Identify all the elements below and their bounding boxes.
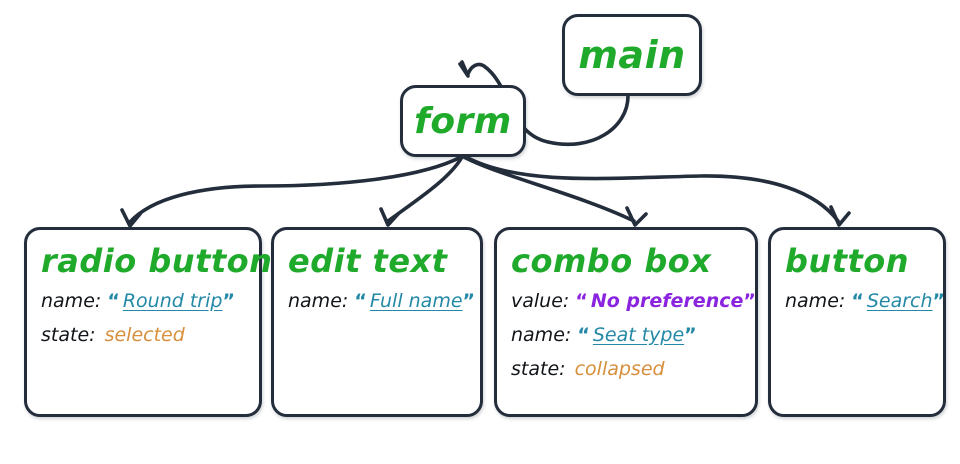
edge-form-to-combo-box xyxy=(462,155,636,223)
node-main-title: main xyxy=(578,33,686,77)
property-key: name: xyxy=(785,290,846,312)
property-value: Search xyxy=(866,290,933,312)
quote-open: “ xyxy=(577,324,590,346)
property-key: value: xyxy=(511,290,570,312)
property-key: name: xyxy=(288,290,349,312)
node-edit-text-title: edit text xyxy=(288,242,448,280)
node-radio-button[interactable]: radio button name: “Round trip” state: s… xyxy=(24,227,273,417)
property-row-name: name: “Seat type” xyxy=(511,323,741,348)
quote-close: ” xyxy=(743,290,756,312)
quote-close: ” xyxy=(462,290,476,312)
node-button-title: button xyxy=(785,242,910,280)
property-value: No preference xyxy=(590,290,744,312)
quote-open: “ xyxy=(851,290,864,312)
quote-close: ” xyxy=(684,324,697,346)
property-key: name: xyxy=(41,290,102,312)
arrowhead-radio-button xyxy=(120,208,142,228)
property-key: state: xyxy=(511,358,566,380)
quote-open: “ xyxy=(354,290,367,312)
property-value: Round trip xyxy=(122,290,223,312)
property-row-value: value: “No preference” xyxy=(511,289,756,314)
property-row-name: name: “Full name” xyxy=(288,289,475,314)
edge-form-to-edit-text xyxy=(386,155,464,223)
edge-form-to-radio-button xyxy=(128,155,463,224)
property-value: selected xyxy=(104,324,185,346)
quote-close: ” xyxy=(222,290,235,312)
property-row-state: state: selected xyxy=(41,323,245,348)
property-value: collapsed xyxy=(574,358,665,380)
quote-open: “ xyxy=(575,290,588,312)
arrowhead-combo-box xyxy=(625,206,648,227)
property-key: state: xyxy=(41,324,96,346)
quote-open: “ xyxy=(107,290,120,312)
node-form-title: form xyxy=(414,100,512,142)
arrowhead-form xyxy=(458,60,470,78)
node-radio-button-title: radio button xyxy=(41,242,273,280)
property-value: Full name xyxy=(369,290,463,312)
property-value: Seat type xyxy=(592,324,685,346)
quote-close: ” xyxy=(932,290,946,312)
property-row-state: state: collapsed xyxy=(511,357,741,382)
arrowhead-button xyxy=(829,205,851,227)
node-button[interactable]: button name: “Search” xyxy=(768,227,946,417)
node-form[interactable]: form xyxy=(400,85,526,157)
property-row-name: name: “Round trip” xyxy=(41,289,245,314)
property-key: name: xyxy=(511,324,572,346)
node-main[interactable]: main xyxy=(562,14,702,96)
node-combo-box-title: combo box xyxy=(511,242,712,280)
node-edit-text[interactable]: edit text name: “Full name” xyxy=(271,227,483,417)
node-combo-box[interactable]: combo box value: “No preference” name: “… xyxy=(494,227,758,417)
property-row-name: name: “Search” xyxy=(785,289,945,314)
arrowhead-edit-text xyxy=(379,207,400,227)
edge-form-to-button xyxy=(464,155,840,223)
